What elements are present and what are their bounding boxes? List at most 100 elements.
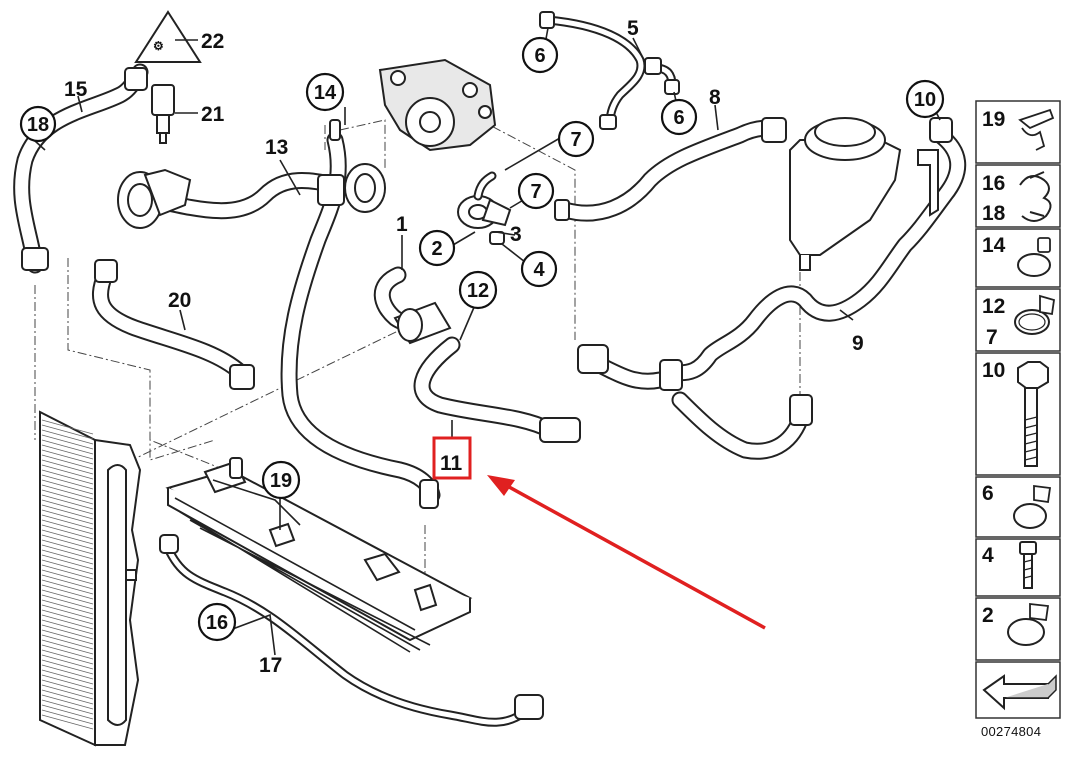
- highlight-callout-11: 11: [432, 436, 472, 480]
- callout-10: 10: [905, 79, 945, 119]
- highlight-box: [432, 436, 472, 480]
- radiator-fin: [41, 684, 94, 700]
- radiator-fin: [41, 434, 94, 450]
- callouts: 22 21 15 13 1 3 5 8 9 20 17: [64, 17, 864, 677]
- legend-label: 10: [982, 359, 1005, 382]
- svg-text:14: 14: [314, 82, 337, 104]
- callout-20: 20: [168, 289, 191, 312]
- radiator-fin: [41, 674, 94, 690]
- radiator-fin: [41, 539, 94, 555]
- radiator-fin: [41, 564, 94, 580]
- callout-19: 19: [261, 460, 301, 500]
- radiator-fin: [41, 509, 94, 525]
- callout-7-upper: 7: [557, 120, 595, 158]
- legend-label: 6: [982, 482, 994, 505]
- callout-5: 5: [627, 17, 639, 40]
- svg-text:6: 6: [534, 45, 545, 67]
- reference-lines: [34, 119, 801, 585]
- radiator-fin: [41, 469, 94, 485]
- radiator-fin: [41, 514, 94, 530]
- radiator-fin: [41, 659, 94, 675]
- svg-text:7: 7: [530, 181, 541, 203]
- radiator-fin: [41, 454, 94, 470]
- legend-label: 16: [982, 172, 1005, 195]
- spring-clip-icon: [1018, 108, 1055, 151]
- legend-cell-4: [975, 538, 1061, 597]
- legend-label: 12: [982, 295, 1005, 318]
- legend-label: 7: [986, 326, 998, 349]
- radiator-fin: [41, 544, 94, 560]
- radiator-fin: [41, 639, 94, 655]
- radiator-fin: [41, 574, 94, 590]
- radiator-fin: [41, 619, 94, 635]
- callout-7-lower: 7: [517, 172, 555, 210]
- radiator-fin: [41, 424, 94, 440]
- radiator-fin: [41, 649, 94, 665]
- oil-cooler: [165, 457, 473, 653]
- callout-6-top: 6: [521, 36, 559, 74]
- callout-11: 11: [440, 452, 463, 475]
- radiator-fin: [41, 504, 94, 520]
- radiator-fin: [41, 479, 94, 495]
- legend-label: 2: [982, 604, 994, 627]
- callout-15: 15: [64, 78, 88, 101]
- svg-text:19: 19: [270, 470, 292, 492]
- screw-icon: [1019, 541, 1037, 589]
- callout-1: 1: [396, 213, 408, 236]
- callout-12: 12: [458, 270, 498, 310]
- legend-label: 19: [982, 108, 1005, 131]
- radiator-fin: [41, 634, 94, 650]
- radiator-fin: [41, 484, 94, 500]
- callout-14: 14: [305, 72, 345, 112]
- radiator-fin: [41, 694, 94, 710]
- hose-clamp-icon: [1014, 294, 1056, 335]
- radiator-fin: [41, 584, 94, 600]
- radiator-fin: [41, 489, 94, 505]
- radiator-fin: [41, 529, 94, 545]
- legend-label: 4: [982, 544, 994, 567]
- svg-text:18: 18: [27, 114, 49, 136]
- sensor-parts: ⚙: [134, 10, 202, 144]
- svg-text:6: 6: [673, 107, 684, 129]
- radiator-fin: [41, 714, 94, 730]
- radiator-fin: [41, 624, 94, 640]
- radiator-fin: [41, 499, 94, 515]
- expansion-tank: [789, 117, 902, 271]
- radiator-fin: [41, 614, 94, 630]
- radiator-fin: [41, 594, 94, 610]
- radiator-fin: [41, 609, 94, 625]
- radiator-fin: [41, 439, 94, 455]
- radiator-fin: [41, 654, 94, 670]
- callout-16: 18: [19, 105, 57, 143]
- radiator-fin: [41, 419, 94, 435]
- pointer-arrow-icon: [487, 475, 766, 630]
- radiator-fin: [41, 534, 94, 550]
- connectors: [21, 11, 953, 720]
- radiator-fin: [41, 444, 94, 460]
- pipe-fitting: [457, 171, 512, 245]
- arrow-icon: [982, 674, 1057, 711]
- hose-clamp-icon: [1013, 484, 1052, 529]
- radiator-fin: [41, 664, 94, 680]
- radiator-fin: [41, 629, 94, 645]
- radiator-fin: [41, 669, 94, 685]
- circled-callouts: 18 14 6 6 7 7 2 4: [19, 36, 945, 642]
- radiator-fin: [41, 599, 94, 615]
- svg-text:7: 7: [570, 129, 581, 151]
- callout-4: 4: [520, 250, 558, 288]
- radiator-fin: [41, 549, 94, 565]
- radiator-fin: [41, 569, 94, 585]
- radiator-fin: [41, 589, 94, 605]
- hex-bolt-icon: [1017, 361, 1049, 467]
- radiator-fin: [41, 689, 94, 705]
- doc-number: 00274804: [981, 724, 1042, 739]
- radiator-fin: [41, 429, 94, 445]
- callout-17: 17: [259, 654, 282, 677]
- parts-legend: 19 16 18 14 12 7 10 6 4 2: [975, 100, 1061, 719]
- legend-label: 14: [982, 234, 1006, 257]
- callout-3: 3: [510, 223, 522, 246]
- thermostat-housing: [378, 58, 497, 152]
- radiator-fin: [41, 644, 94, 660]
- radiator-fin: [41, 474, 94, 490]
